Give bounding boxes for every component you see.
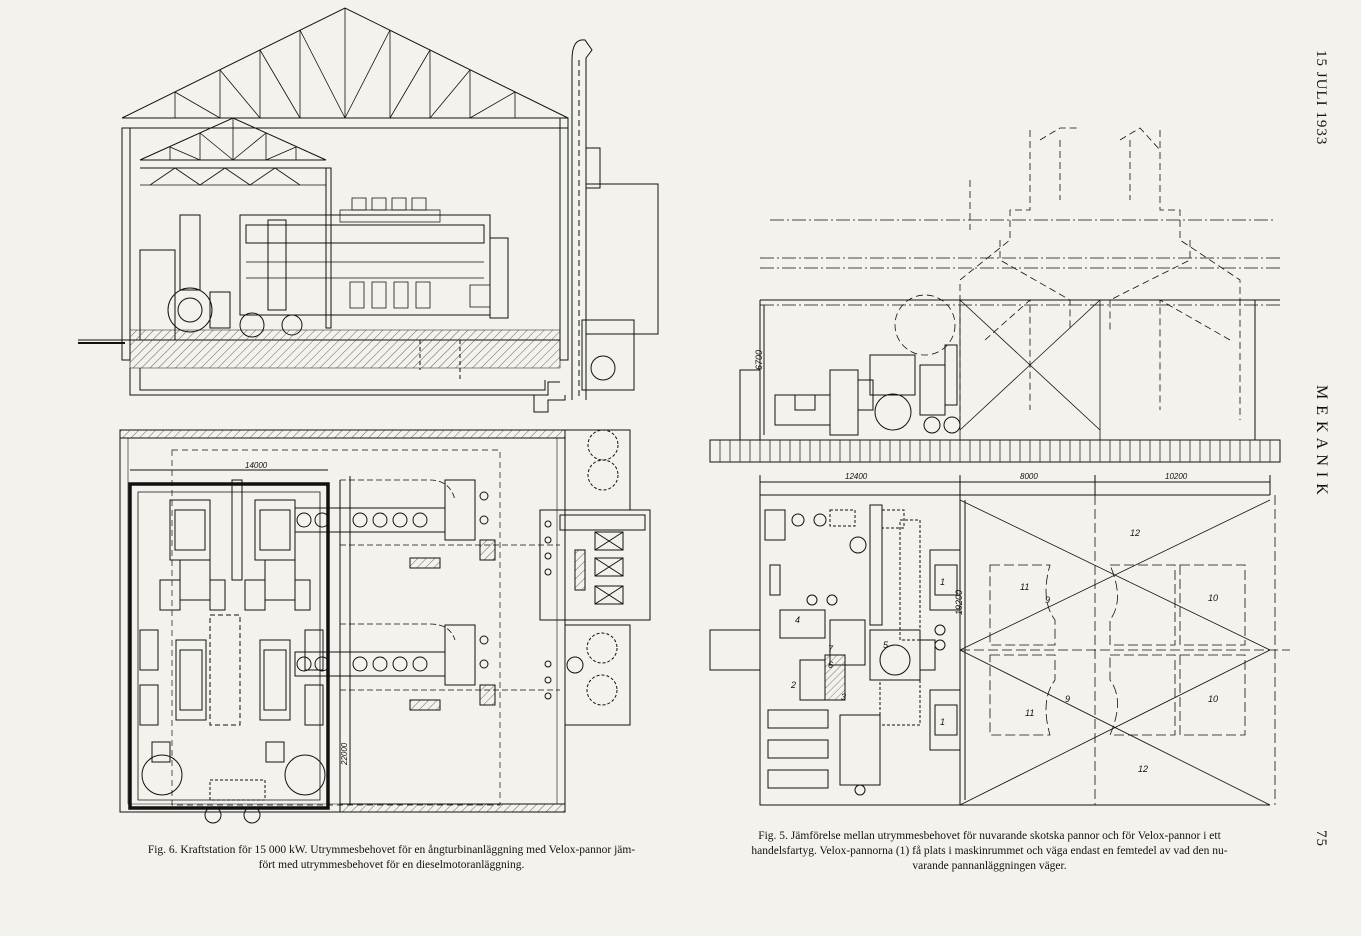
fig5-caption-line2: handelsfartyg. Velox-pannorna (1) få pla… <box>751 845 1228 857</box>
label-1a: 1 <box>940 577 945 587</box>
fig6-caption: Fig. 6. Kraftstation för 15 000 kW. Utry… <box>100 843 683 873</box>
fig6-drawing: 14000 22000 <box>70 0 670 830</box>
label-9a: 9 <box>1045 595 1050 605</box>
fig5-drawing: 6700 12400 8000 10200 19200 1 1 2 3 4 5 … <box>700 120 1300 820</box>
label-11a: 11 <box>1020 582 1029 592</box>
label-11b: 11 <box>1025 708 1034 718</box>
fig6-caption-line1: Fig. 6. Kraftstation för 15 000 kW. Utry… <box>147 844 636 856</box>
fig5-caption-line1: Fig. 5. Jämförelse mellan utrymmesbehove… <box>758 830 1221 842</box>
fig5-dim-c: 10200 <box>1165 472 1188 481</box>
section-title: M E K A N I K <box>1313 385 1330 496</box>
label-12b: 12 <box>1138 764 1148 774</box>
label-5: 5 <box>883 640 889 650</box>
fig5-dim-b: 8000 <box>1020 472 1038 481</box>
label-7: 7 <box>828 644 834 654</box>
fig5-dim-height: 6700 <box>754 350 764 370</box>
fig6-caption-line2: fört med utrymmesbehovet för en dieselmo… <box>258 859 525 871</box>
fig5-dim-a: 12400 <box>845 472 868 481</box>
fig5-dim-d: 19200 <box>954 590 964 615</box>
label-12a: 12 <box>1130 528 1140 538</box>
label-10b: 10 <box>1208 694 1218 704</box>
label-2: 2 <box>790 680 796 690</box>
fig5-caption-line3: varande pannanläggningen väger. <box>912 860 1067 872</box>
page-number: 75 <box>1313 830 1329 847</box>
label-1b: 1 <box>940 717 945 727</box>
label-6: 6 <box>828 660 833 670</box>
fig5-caption: Fig. 5. Jämförelse mellan utrymmesbehove… <box>703 829 1276 874</box>
label-9b: 9 <box>1065 694 1070 704</box>
label-10a: 10 <box>1208 593 1218 603</box>
label-3: 3 <box>841 692 846 702</box>
header-date: 15 JULI 1933 <box>1313 50 1329 146</box>
label-4: 4 <box>795 615 800 625</box>
fig6-dim-width: 14000 <box>245 461 268 470</box>
fig6-dim-height: 22000 <box>340 742 349 766</box>
